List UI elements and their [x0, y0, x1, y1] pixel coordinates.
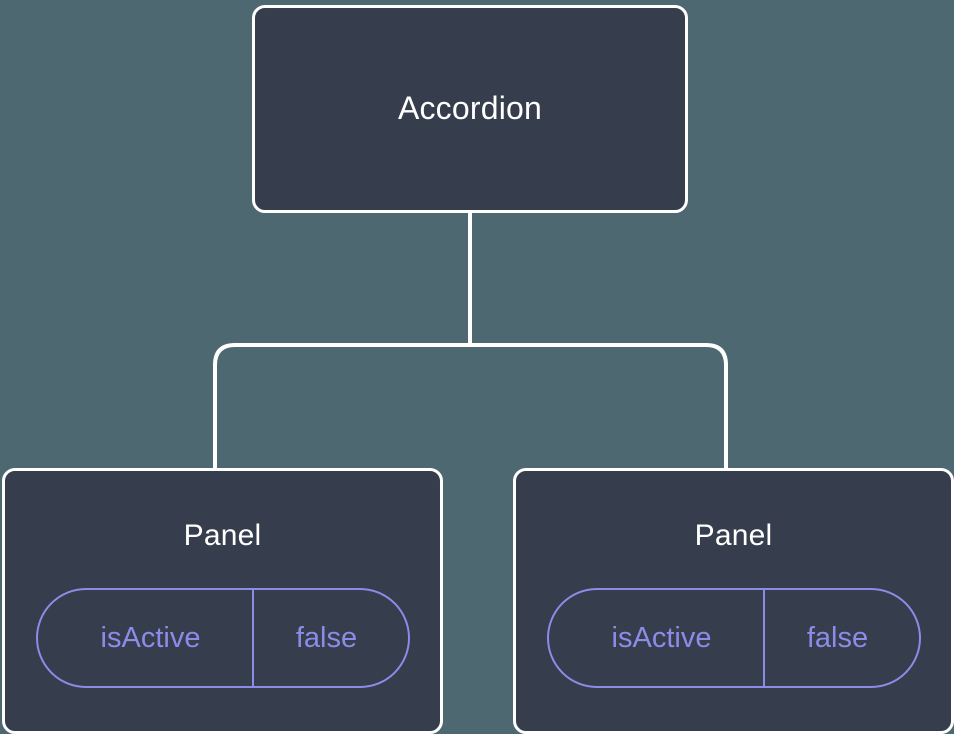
- edge-accordion-to-panel-right: [468, 213, 728, 470]
- node-title: Accordion: [397, 90, 543, 127]
- prop-key: isActive: [100, 621, 201, 654]
- prop-key: isActive: [611, 621, 712, 654]
- prop-value: false: [762, 590, 919, 686]
- prop-badge-isactive[interactable]: isActive false: [35, 588, 410, 688]
- node-panel-left[interactable]: Panel isActive false: [2, 468, 443, 734]
- node-accordion[interactable]: Accordion: [252, 5, 688, 213]
- prop-badge-isactive[interactable]: isActive false: [546, 588, 921, 688]
- node-panel-right[interactable]: Panel isActive false: [513, 468, 954, 734]
- prop-value: false: [251, 590, 408, 686]
- edge-accordion-to-panel-left: [213, 213, 472, 470]
- node-title: Panel: [183, 519, 262, 552]
- node-title: Panel: [694, 519, 773, 552]
